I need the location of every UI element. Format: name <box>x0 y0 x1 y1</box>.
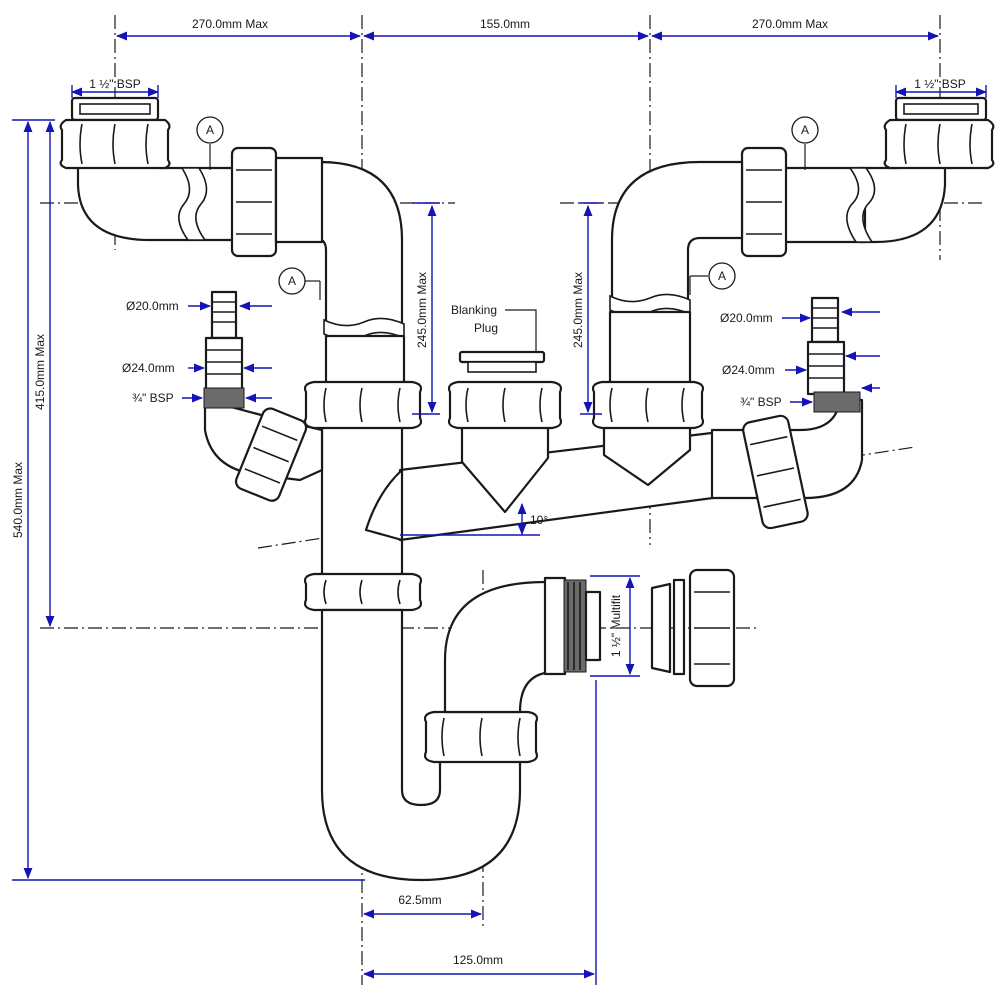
callout-a-3-text: A <box>801 123 809 137</box>
dim-right-hose-bsp: ¾" BSP <box>740 395 782 409</box>
body-nuts <box>234 380 809 612</box>
dim-top-left: 270.0mm Max <box>192 17 268 31</box>
callout-a-1 <box>196 116 224 144</box>
dim-multifit: 1 ½" Multifit <box>609 594 623 657</box>
dim-left-hose-24: Ø24.0mm <box>122 361 175 375</box>
dim-left-drop: 245.0mm Max <box>415 272 429 348</box>
callouts: A A A A <box>196 116 819 300</box>
dim-right-hose-20: Ø20.0mm <box>720 311 773 325</box>
callout-a-3 <box>791 116 819 144</box>
dimension-lines <box>12 31 988 985</box>
blanking-plug <box>458 350 546 373</box>
callout-a-1-text: A <box>206 123 214 137</box>
dim-left-bsp: 1 ½" BSP <box>89 77 141 91</box>
dimension-labels: 270.0mm Max 155.0mm 270.0mm Max 1 ½" BSP… <box>11 17 966 967</box>
dim-left-hose-bsp: ¾" BSP <box>132 391 174 405</box>
dim-right-drop: 245.0mm Max <box>571 272 585 348</box>
dim-left-hose-20: Ø20.0mm <box>126 299 179 313</box>
dim-bottom-125: 125.0mm <box>453 953 503 967</box>
callout-a-4-text: A <box>718 269 726 283</box>
dim-right-bsp: 1 ½" BSP <box>914 77 966 91</box>
dim-top-right: 270.0mm Max <box>752 17 828 31</box>
dim-height-540: 540.0mm Max <box>11 462 25 538</box>
callout-a-4 <box>708 262 736 290</box>
left-inlet-assembly <box>59 96 406 386</box>
callout-a-2-text: A <box>288 274 296 288</box>
blanking-plug-label-1: Blanking <box>451 303 497 317</box>
right-hose-tail <box>806 296 861 413</box>
left-hose-tail <box>203 290 245 409</box>
trap-bend <box>320 568 736 882</box>
dim-top-center: 155.0mm <box>480 17 530 31</box>
right-inlet-assembly <box>608 96 995 386</box>
dim-height-415: 415.0mm Max <box>33 334 47 410</box>
dim-angle: 10° <box>530 513 548 527</box>
blanking-plug-label-2: Plug <box>474 321 498 335</box>
dim-bottom-62: 62.5mm <box>398 893 441 907</box>
callout-a-2 <box>278 267 306 295</box>
dim-right-hose-24: Ø24.0mm <box>722 363 775 377</box>
